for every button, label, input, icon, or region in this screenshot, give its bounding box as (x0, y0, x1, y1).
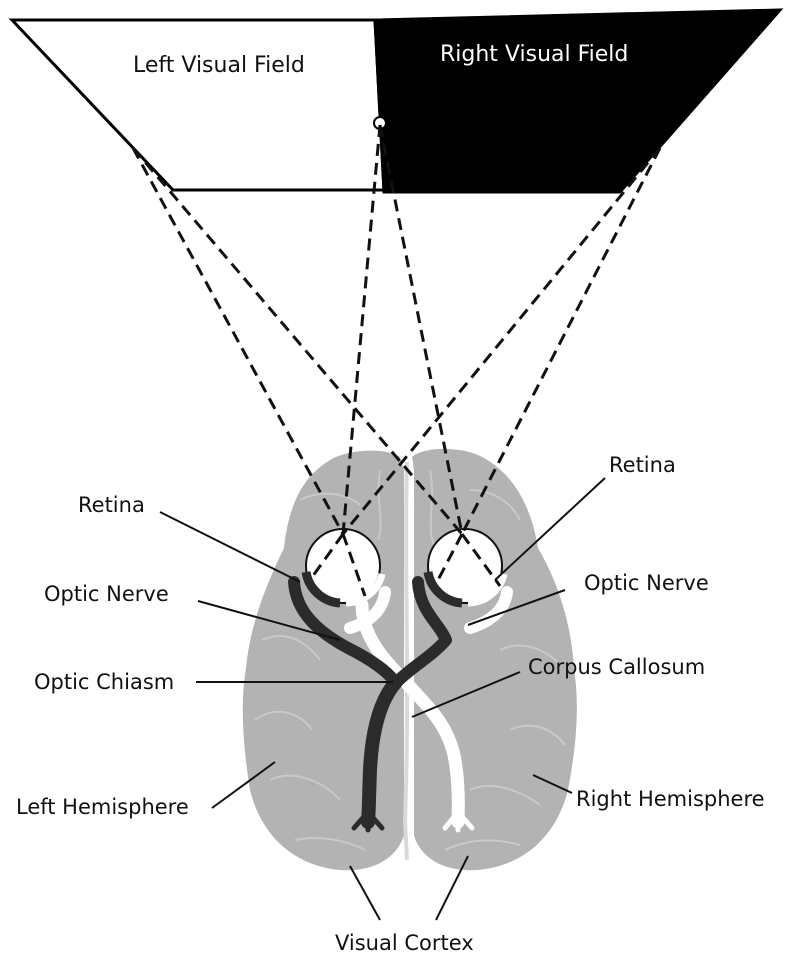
leader-visual-cortex-left (350, 866, 380, 920)
label-right-hemisphere: Right Hemisphere (576, 787, 765, 811)
label-visual-cortex: Visual Cortex (335, 931, 474, 955)
left-visual-field-region (12, 20, 384, 190)
sight-line (133, 148, 462, 534)
longitudinal-fissure (405, 462, 407, 860)
label-retina-left: Retina (78, 493, 145, 517)
left-visual-field-label: Left Visual Field (133, 53, 305, 78)
label-retina-right: Retina (609, 453, 676, 477)
label-optic-nerve-right: Optic Nerve (584, 571, 709, 595)
brain (243, 449, 577, 870)
leader-retina-left (160, 512, 300, 582)
label-optic-nerve-left: Optic Nerve (44, 582, 169, 606)
visual-field: Left Visual Field Right Visual Field (12, 10, 780, 192)
label-optic-chiasm: Optic Chiasm (34, 670, 174, 694)
right-visual-field-label: Right Visual Field (440, 42, 628, 67)
label-corpus-callosum: Corpus Callosum (528, 655, 705, 679)
label-left-hemisphere: Left Hemisphere (16, 795, 189, 819)
right-visual-field-region (375, 10, 780, 192)
